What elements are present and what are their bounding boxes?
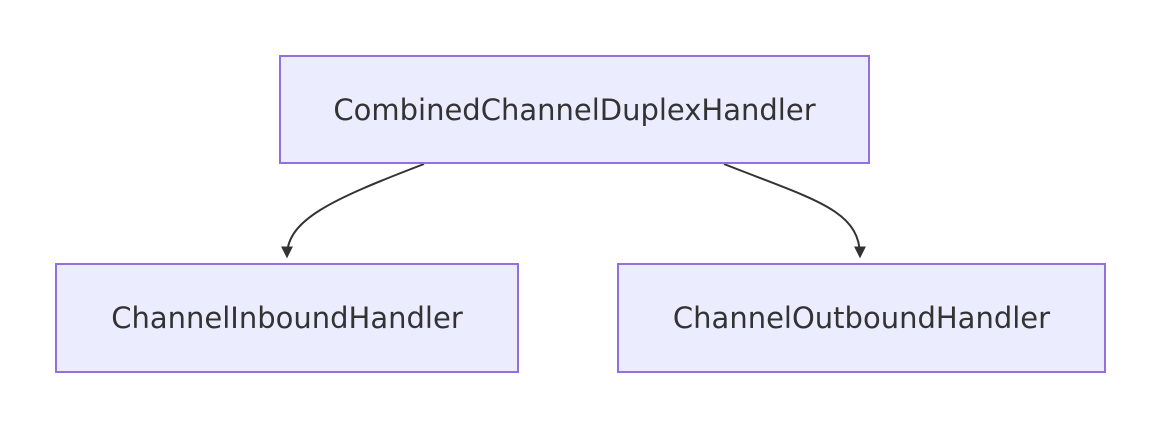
- edge-root-to-outbound: [723, 163, 866, 259]
- node-channel-outbound-handler[interactable]: ChannelOutboundHandler: [617, 263, 1106, 373]
- node-label: CombinedChannelDuplexHandler: [333, 92, 816, 127]
- node-label: ChannelOutboundHandler: [672, 301, 1051, 335]
- node-channel-inbound-handler[interactable]: ChannelInboundHandler: [55, 263, 519, 373]
- node-combined-channel-duplex-handler[interactable]: CombinedChannelDuplexHandler: [279, 55, 870, 164]
- edge-root-to-inbound: [281, 163, 425, 259]
- node-label: ChannelInboundHandler: [111, 301, 463, 335]
